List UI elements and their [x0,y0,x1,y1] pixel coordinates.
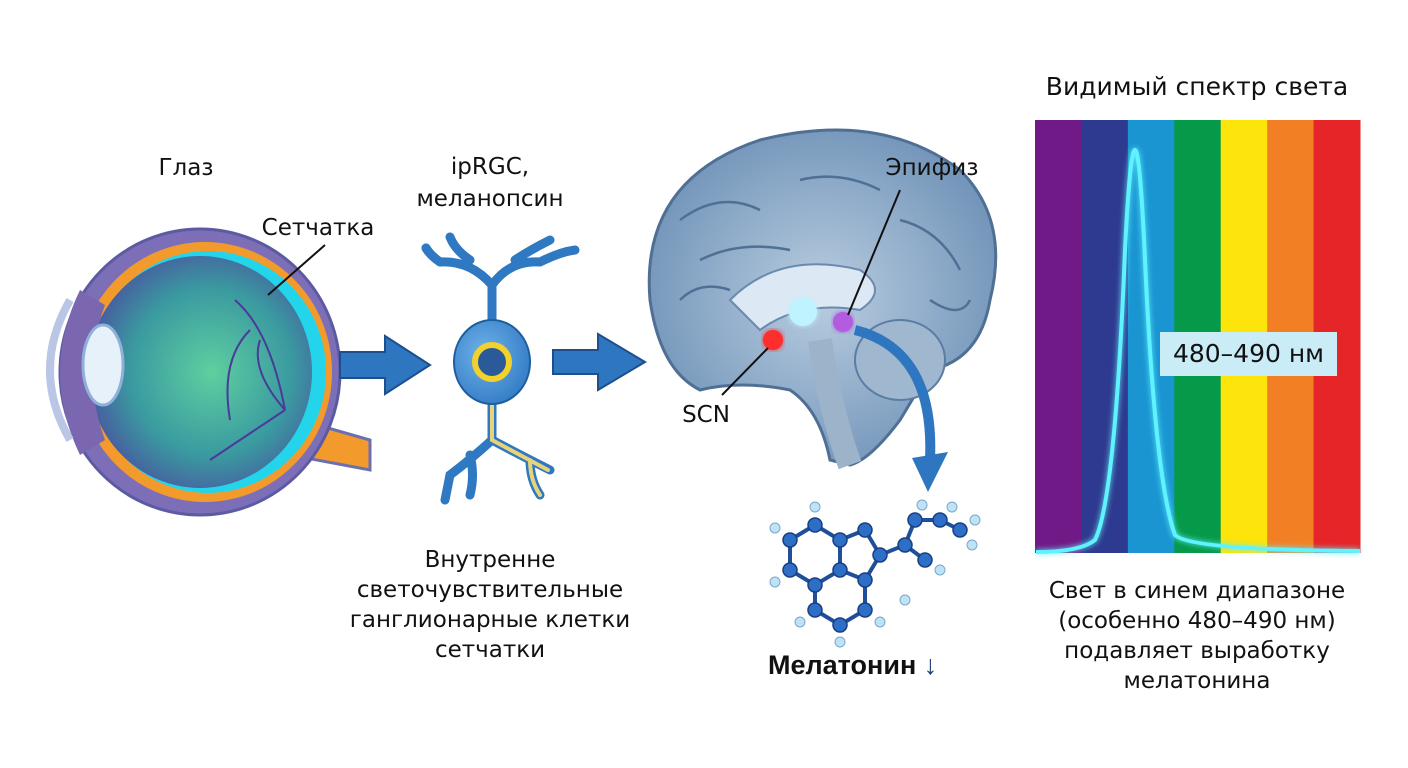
spectrum-caption: Свет в синем диапазоне (особенно 480–490… [1049,576,1345,696]
caption-line: подавляет выработку [1064,638,1330,664]
lens [81,323,125,407]
caption-line: ганглионарные клетки [349,607,631,633]
cornea [46,298,74,442]
iprgc-title: ipRGC, [450,154,530,180]
pineal-marker [833,312,853,332]
eye-illustration [46,227,372,517]
melatonin-text: Мелатонин [768,650,917,680]
retina-label: Сетчатка [261,215,375,241]
melatonin-label: Мелатонин ↓ [768,650,937,681]
pineal-label: Эпифиз [885,155,979,181]
melanopsin-title: меланопсин [416,186,564,212]
melatonin-molecule [769,499,981,648]
arrow-neuron-to-brain [552,332,647,392]
neuron-caption: Внутренне светочувствительные ганглионар… [350,545,630,665]
spectrum-band [1035,120,1082,553]
scn-label: SCN [682,402,730,428]
brainstem [808,338,862,470]
caption-line: Внутренне [424,547,556,573]
caption-line: (особенно 480–490 нм) [1058,608,1336,634]
curved-arrow [853,325,936,461]
retina-pointer [267,244,326,296]
brain-illustration [647,128,998,492]
eye-title: Глаз [158,155,214,181]
arrow-eye-to-neuron [339,334,432,396]
peak-wavelength-label: 480–490 нм [1160,332,1337,376]
spectrum-title: Видимый спектр света [1045,72,1349,101]
nucleus [472,342,512,382]
caption-line: сетчатки [434,637,546,663]
caption-line: Свет в синем диапазоне [1048,578,1346,604]
caption-line: светочувствительные [356,577,624,603]
spectral-peak-curve [1035,147,1361,554]
scn-marker [763,330,783,350]
caption-line: мелатонина [1123,668,1271,694]
iprgc-neuron-illustration [421,232,580,505]
down-arrow-icon: ↓ [923,650,938,680]
